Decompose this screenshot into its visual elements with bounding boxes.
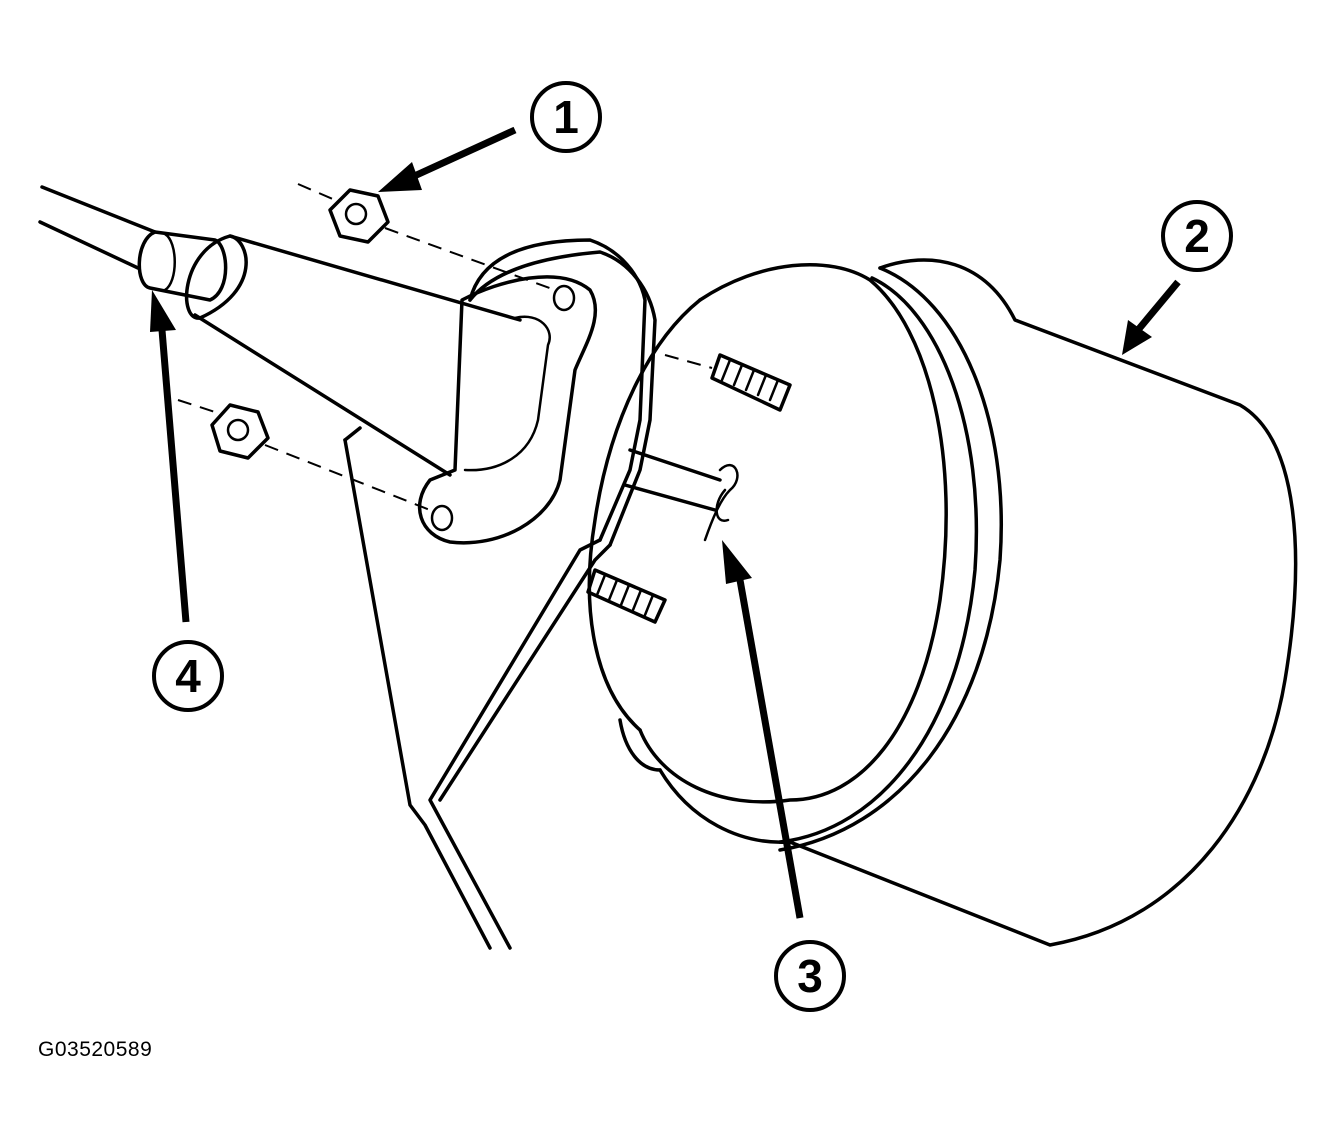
figure-id: G03520589 xyxy=(38,1038,153,1061)
retaining-clip xyxy=(623,448,739,542)
callout-4: 4 xyxy=(152,640,224,712)
mounting-bracket xyxy=(343,238,657,950)
pushrod-housing xyxy=(184,234,598,545)
booster-body xyxy=(587,258,1298,947)
flange-nut-lower xyxy=(210,403,270,460)
callout-2: 2 xyxy=(1161,200,1233,272)
booster-stud-lower xyxy=(586,568,667,624)
callout-3: 3 xyxy=(774,940,846,1012)
booster-stud-upper xyxy=(710,353,792,412)
alignment-lines xyxy=(177,183,713,511)
callout-4-label: 4 xyxy=(175,650,201,702)
callout-1-label: 1 xyxy=(553,91,579,143)
callout-3-label: 3 xyxy=(797,950,823,1002)
callout-arrows xyxy=(150,126,1181,919)
callout-1: 1 xyxy=(530,81,602,153)
callout-2-label: 2 xyxy=(1184,210,1210,262)
flange-nut-upper xyxy=(328,188,390,244)
pushrod-cable xyxy=(38,185,228,302)
